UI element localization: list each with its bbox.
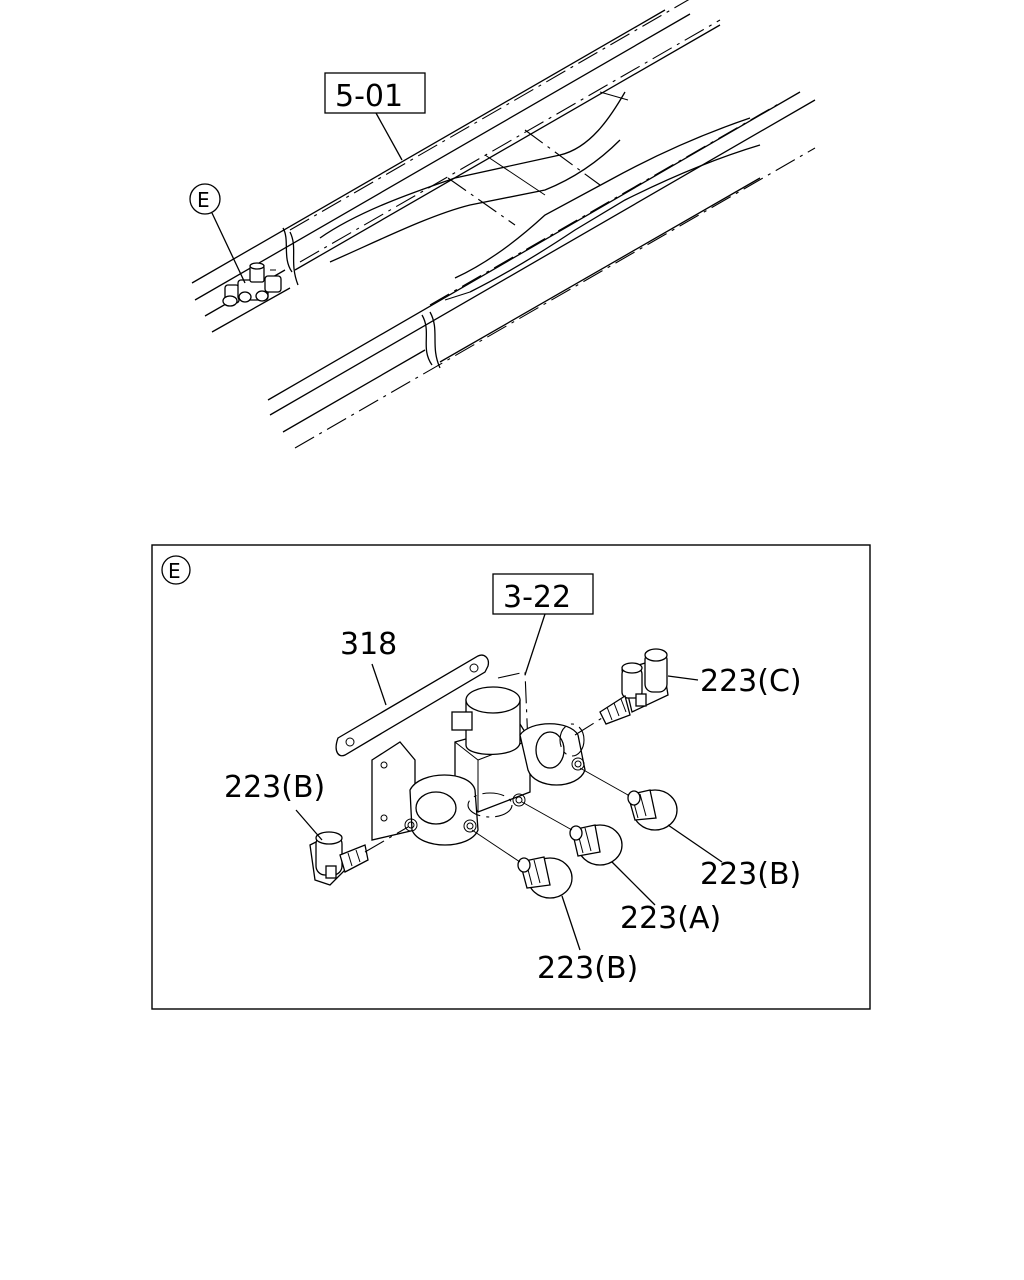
part-223-b-bottom-label: 223(B) [537, 951, 638, 986]
part-318-plate: 318 [335, 627, 490, 757]
part-223-b-right-fitting: 223(B) [579, 767, 801, 892]
part-223-c-fitting: 223(C) [574, 648, 802, 736]
part-223-b-bottom-fitting: 223(B) [471, 829, 638, 986]
callout-ref-frame: 5-01 [324, 72, 426, 161]
valve-assembly [371, 671, 586, 846]
part-223-b-left-fitting: 223(B) [224, 770, 409, 886]
part-318-label: 318 [340, 627, 397, 662]
detail-e-panel: E [151, 544, 871, 1010]
part-223-b-right-label: 223(B) [700, 857, 801, 892]
detail-marker-e-label: E [197, 188, 210, 212]
part-223-a-label: 223(A) [620, 901, 721, 936]
part-223-b-left-label: 223(B) [224, 770, 325, 805]
part-223-c-label: 223(C) [700, 664, 802, 699]
detail-e-title: E [168, 559, 181, 583]
callout-ref-valve-label: 3-22 [503, 580, 571, 615]
valve-location-on-frame [222, 262, 282, 307]
chassis-frame-illustration [191, 0, 816, 449]
callout-ref-valve: 3-22 [492, 573, 594, 676]
part-223-a-fitting: 223(A) [521, 801, 721, 936]
detail-marker-e: E [189, 183, 246, 284]
callout-ref-frame-label: 5-01 [335, 79, 403, 114]
